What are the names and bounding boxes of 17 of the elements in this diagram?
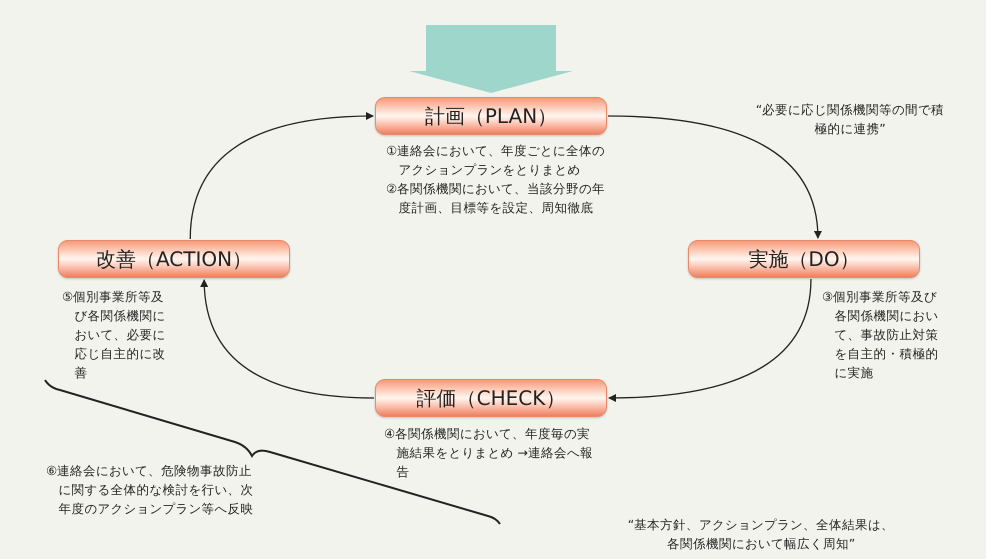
arrow (608, 278, 812, 402)
block-arrow (409, 25, 573, 93)
note-text: “必要に応じ関係機関等の間で積極的に連携” (754, 101, 946, 138)
stage-pill: 計画（PLAN） (375, 97, 607, 135)
note-text: “基本方針、アクションプラン、全体結果は、各関係機関において幅広く周知” (626, 516, 896, 553)
stage-pill: 改善（ACTION） (58, 240, 290, 278)
arrow (190, 112, 374, 240)
note-text: ⑥連絡会において、危険物事故防止に関する全体的な検討を行い、次年度のアクションプラン等へ反映 (46, 462, 254, 518)
step-note: ④各関係機関において、年度毎の実施結果をとりまとめ →連絡会へ報告 (384, 425, 594, 481)
step-note: ③個別事業所等及び各関係機関において、事故防止対策を自主的・積極的に実施 (822, 288, 940, 382)
step-note: ⑤個別事業所等及び各関係機関において、必要に応じ自主的に改善 (62, 288, 166, 382)
arrow (200, 279, 374, 399)
stage-pill: 実施（DO） (688, 240, 920, 278)
stage-pill: 評価（CHECK） (375, 379, 607, 417)
step-note: ②各関係機関において、当該分野の年度計画、目標等を設定、周知徹底 (386, 180, 606, 217)
step-note: ①連絡会において、年度ごとに全体のアクションプランをとりまとめ (386, 142, 606, 179)
arrow (608, 115, 822, 239)
